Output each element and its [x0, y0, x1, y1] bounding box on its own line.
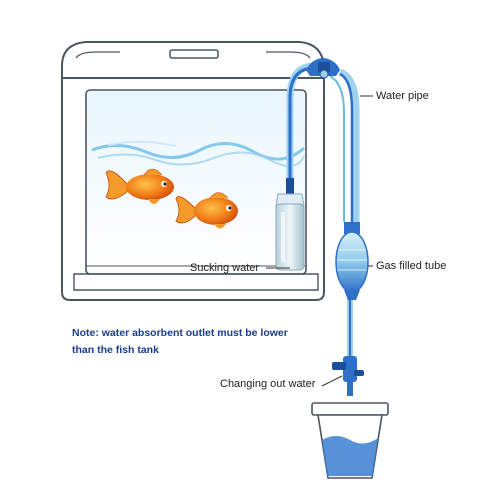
changing-out-water-label: Changing out water	[220, 378, 316, 390]
bucket-icon	[311, 402, 389, 479]
water-pipe-label: Water pipe	[376, 90, 429, 102]
note-line-1: Note: water absorbent outlet must be low…	[72, 327, 288, 339]
goldfish-icon	[175, 192, 238, 229]
note-line-2: than the fish tank	[72, 344, 159, 356]
outlet-valve-icon	[332, 356, 364, 396]
fish-tank	[61, 41, 325, 301]
gas-filled-bulb-icon	[335, 222, 369, 300]
sucking-water-label: Sucking water	[190, 262, 260, 274]
lid-handle	[169, 49, 219, 59]
tank-lid	[61, 41, 325, 79]
gas-filled-tube-label: Gas filled tube	[376, 260, 447, 272]
pipe-clip-icon	[306, 58, 340, 79]
siphon-hose	[286, 62, 360, 356]
gravel-cleaner-tube	[275, 178, 305, 271]
water-surface	[91, 142, 306, 161]
goldfish-icon	[105, 168, 174, 204]
note-text: Note: water absorbent outlet must be low…	[72, 325, 332, 359]
leader-lines	[266, 95, 373, 387]
